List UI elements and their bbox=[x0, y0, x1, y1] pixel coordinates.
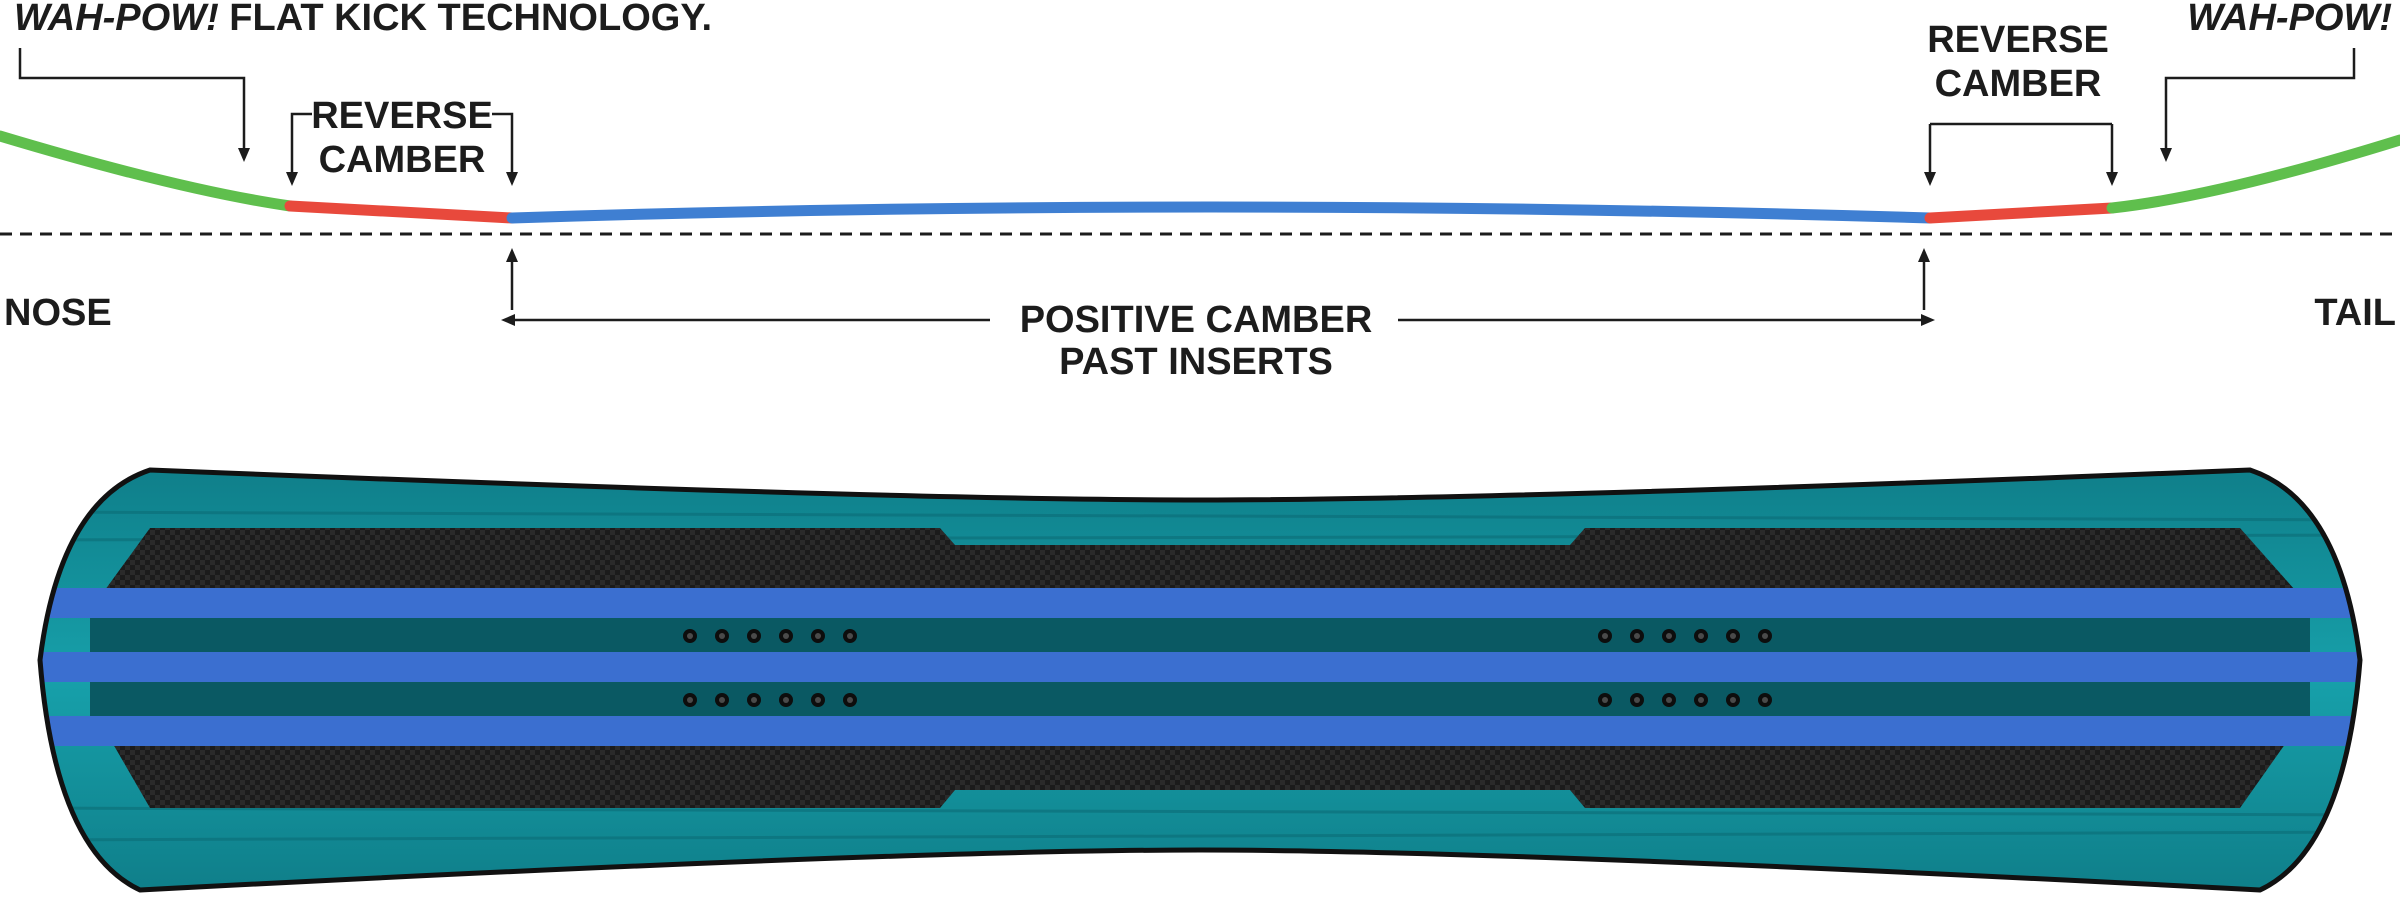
arrow-up-icon bbox=[1918, 248, 1930, 262]
insert-hole-center bbox=[719, 633, 725, 639]
wahpow-left-leader bbox=[18, 48, 246, 148]
reverse-camber-left-label-2: CAMBER bbox=[319, 139, 486, 181]
arrow-left-icon bbox=[501, 314, 515, 326]
insert-hole-center bbox=[1698, 697, 1704, 703]
insert-hole-center bbox=[1666, 697, 1672, 703]
insert-hole-center bbox=[687, 697, 693, 703]
blue-stringer-1 bbox=[40, 588, 2360, 618]
arrow-up-icon bbox=[506, 248, 518, 262]
blue-stringer-2 bbox=[40, 652, 2360, 682]
camber-profile bbox=[0, 130, 2400, 224]
wahpow-right-label: WAH-POW! bbox=[2187, 0, 2392, 39]
positive-camber-label: POSITIVE CAMBER bbox=[1020, 299, 1373, 341]
tail-label: TAIL bbox=[2314, 292, 2396, 334]
insert-hole-center bbox=[1730, 633, 1736, 639]
insert-hole-center bbox=[847, 697, 853, 703]
flat-kick-heading: WAH-POW! FLAT KICK TECHNOLOGY. bbox=[14, 0, 712, 39]
flat-kick-tail-segment bbox=[2106, 134, 2400, 214]
insert-hole-center bbox=[719, 697, 725, 703]
insert-hole-center bbox=[1634, 633, 1640, 639]
insert-hole-center bbox=[1762, 697, 1768, 703]
arrow-down-icon bbox=[506, 172, 518, 186]
arrow-down-icon bbox=[286, 172, 298, 186]
insert-hole-center bbox=[815, 697, 821, 703]
insert-hole-center bbox=[783, 633, 789, 639]
reverse-left-bracket bbox=[290, 112, 312, 172]
board-outline bbox=[37, 467, 2363, 893]
reverse-camber-right-label-2: CAMBER bbox=[1935, 63, 2102, 105]
insert-hole-center bbox=[847, 633, 853, 639]
insert-hole-center bbox=[1666, 633, 1672, 639]
wahpow-right-leader bbox=[2164, 48, 2356, 148]
snowboard bbox=[37, 467, 2363, 893]
insert-hole-center bbox=[1698, 633, 1704, 639]
leader-lines bbox=[18, 48, 2356, 322]
positive-camber-label-2: PAST INSERTS bbox=[1059, 341, 1333, 383]
reverse-camber-right-label: REVERSE bbox=[1927, 19, 2109, 61]
insert-hole-center bbox=[687, 633, 693, 639]
insert-hole-center bbox=[815, 633, 821, 639]
insert-hole-center bbox=[1602, 633, 1608, 639]
insert-hole-center bbox=[1602, 697, 1608, 703]
insert-hole-center bbox=[751, 633, 757, 639]
arrow-down-icon bbox=[238, 148, 250, 162]
reverse-camber-tail-segment bbox=[1924, 202, 2118, 224]
insert-hole-center bbox=[1634, 697, 1640, 703]
flat-kick-label: FLAT KICK TECHNOLOGY. bbox=[219, 0, 712, 39]
positive-camber-segment bbox=[506, 201, 1936, 224]
insert-hole-center bbox=[783, 697, 789, 703]
insert-hole-center bbox=[1730, 697, 1736, 703]
carbon-stringer-top bbox=[105, 528, 2295, 590]
arrow-down-icon bbox=[1924, 172, 1936, 186]
arrowheads bbox=[238, 148, 2172, 326]
flat-kick-nose-segment bbox=[0, 130, 296, 212]
insert-hole-center bbox=[751, 697, 757, 703]
carbon-stringer-bottom bbox=[105, 730, 2295, 808]
arrow-right-icon bbox=[1921, 314, 1935, 326]
wahpow-left-label: WAH-POW! bbox=[14, 0, 219, 39]
reverse-camber-nose-segment bbox=[284, 200, 518, 224]
blue-stringer-3 bbox=[40, 716, 2360, 746]
arrow-down-icon bbox=[2160, 148, 2172, 162]
binding-inserts bbox=[683, 629, 1772, 707]
reverse-camber-left-label: REVERSE bbox=[311, 95, 493, 137]
reverse-left-bracket-r bbox=[492, 112, 514, 172]
insert-hole-center bbox=[1762, 633, 1768, 639]
nose-label: NOSE bbox=[4, 292, 112, 334]
arrow-down-icon bbox=[2106, 172, 2118, 186]
